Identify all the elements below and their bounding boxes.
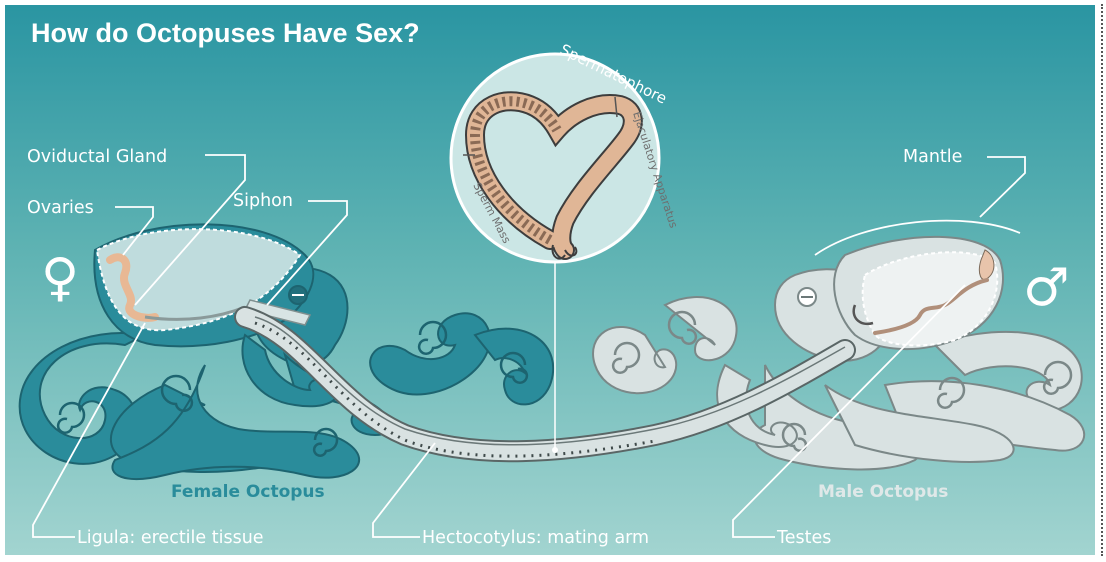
inset-pointer-dot bbox=[552, 447, 558, 453]
female-symbol-icon: ♀ bbox=[41, 248, 79, 308]
female-octopus-label: Female Octopus bbox=[171, 482, 325, 502]
hectocotylus-label: Hectocotylus: mating arm bbox=[422, 528, 649, 548]
male-octopus-label: Male Octopus bbox=[818, 482, 948, 502]
testes-label: Testes bbox=[776, 528, 831, 548]
male-symbol-icon: ♂ bbox=[1023, 258, 1070, 318]
mantle-label: Mantle bbox=[903, 147, 962, 167]
ovaries-label: Ovaries bbox=[27, 198, 94, 218]
siphon-label: Siphon bbox=[233, 191, 293, 211]
right-dotted-border bbox=[1101, 4, 1103, 556]
diagram-frame: How do Octopuses Have Sex? bbox=[5, 5, 1095, 555]
oviductal-gland-label: Oviductal Gland bbox=[27, 147, 167, 167]
ligula-label: Ligula: erectile tissue bbox=[77, 528, 264, 548]
octopus-mating-diagram: How do Octopuses Have Sex? bbox=[5, 5, 1095, 555]
page-title: How do Octopuses Have Sex? bbox=[31, 18, 420, 48]
